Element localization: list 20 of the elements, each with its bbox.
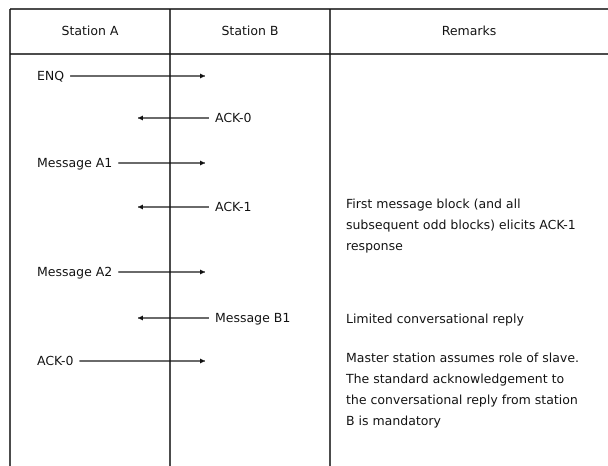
arrow (70, 74, 205, 78)
remark-text: First message block (and all subsequent odd blocks) elicits ACK-1 response (346, 195, 577, 255)
message-label: ACK-1 (215, 197, 252, 217)
arrow (138, 116, 209, 120)
column-header: Station A (60, 23, 120, 38)
message-label: Message A1 (37, 153, 112, 173)
message-label: ENQ (37, 66, 64, 86)
arrow (79, 358, 205, 364)
arrow (138, 316, 209, 320)
arrow (118, 270, 205, 274)
message-label: ACK-0 (215, 108, 252, 128)
message-label: Message A2 (37, 262, 112, 282)
message-label: ACK-0 (37, 351, 74, 371)
arrow (118, 160, 205, 166)
message-label: Message B1 (215, 308, 290, 328)
remark-text: Limited conversational reply (346, 310, 525, 328)
arrow (138, 204, 209, 210)
remark-text: Master station assumes role of slave. The standard acknowledgement to the conversational reply from station B is mandatory (346, 349, 580, 430)
column-header: Station B (220, 23, 280, 38)
column-header: Remarks (440, 23, 498, 38)
